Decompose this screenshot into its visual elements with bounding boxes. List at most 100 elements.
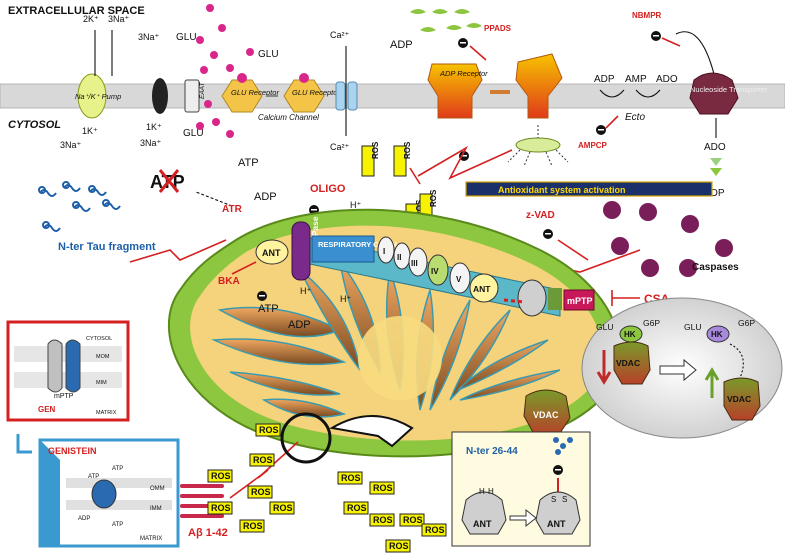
calcium-channel-label: Calcium Channel (258, 113, 319, 122)
transition-arrow (659, 358, 697, 382)
inset-blue-omm: OMM (150, 486, 165, 492)
abeta-label: Aβ 1-42 (188, 527, 228, 539)
ros-block (337, 471, 363, 485)
ado-cyto: ADO (704, 142, 726, 153)
ros-block (269, 501, 295, 515)
ros-vertical-4: ROS (429, 189, 438, 207)
hplus-top: H⁺ (350, 200, 361, 210)
ros-block (249, 453, 275, 467)
zvad-label: z-VAD (526, 210, 555, 221)
g-protein (515, 137, 561, 153)
nucleoside-transporter: Nucleoside Transporter (689, 72, 768, 115)
adp-receptor-label: ADP Receptor (439, 69, 488, 78)
eaat-label: EAAT (199, 81, 206, 99)
calcium-channel: Ca²⁺ Ca²⁺ (330, 30, 358, 152)
ros-block (385, 539, 411, 553)
cross-icon (158, 169, 180, 193)
s-1: S (551, 495, 556, 504)
antioxidant-bar (465, 181, 713, 197)
pump-label: Na⁺/K⁺ Pump (75, 92, 121, 101)
ant-inset-right: ANT (547, 519, 566, 529)
ros-block-label: ROS (259, 425, 279, 435)
ecto-label: Ecto (625, 112, 645, 123)
tau-label: N-ter Tau fragment (58, 241, 156, 253)
mptp-label: mPTP (567, 296, 593, 306)
ros-block (247, 485, 273, 499)
ros-block-label: ROS (273, 503, 293, 513)
adp-cyto: ADP (704, 188, 725, 199)
ca-bottom: Ca²⁺ (330, 142, 350, 152)
adp-receptor: ADP Receptor (427, 63, 488, 119)
ros-block-label: ROS (347, 503, 367, 513)
inset-red-cytosol: CYTOSOL (86, 336, 112, 342)
glu-receptor-left: GLU Receptor (221, 73, 279, 113)
adp-inner: ADP (288, 319, 311, 331)
bka-label: BKA (218, 276, 240, 287)
mitochondrion (167, 208, 621, 458)
adp-ecto: ADP (594, 74, 615, 85)
eaat-3na-top: 3Na⁺ (138, 32, 160, 42)
pump-3na-top: 3Na⁺ (108, 14, 130, 24)
pump-3na-bottom: 3Na⁺ (60, 140, 82, 150)
vdac-hk-right: GLU HK G6P VDAC (684, 318, 761, 421)
inset-red-gen: GEN (38, 405, 56, 414)
ado-ecto: ADO (656, 74, 678, 85)
inset-blue-imm: IMM (150, 506, 162, 512)
eaat-glu-top: GLU (176, 32, 197, 43)
glutamate-dots (196, 4, 254, 138)
ant-left-label: ANT (262, 248, 281, 258)
ant-left: ANT (255, 239, 289, 265)
ppads-label: PPADS (484, 24, 512, 33)
eaat-glu-bottom: GLU (183, 128, 204, 139)
h-1: H (479, 487, 485, 496)
ros-block (207, 469, 233, 483)
hk-left: HK (624, 330, 636, 339)
atpase-label: ATPase (310, 216, 320, 247)
inset-blue-matrix: MATRIX (140, 536, 162, 542)
vdac-free: VDAC (523, 389, 571, 437)
g6p-left: G6P (643, 318, 660, 328)
glu-receptor-right: GLU Receptor (283, 73, 340, 113)
inset-blue: GENISTEIN ATP ATP ATP ADP OMM IMM MATRIX (38, 438, 180, 548)
ant-inset-left: ANT (473, 519, 492, 529)
ros-vertical-1: ROS (371, 141, 380, 159)
inset-blue-atp3: ATP (112, 522, 123, 528)
vdac-free-label: VDAC (533, 410, 559, 420)
atp-inner: ATP (258, 303, 279, 315)
atpase: ATPase (291, 216, 320, 281)
nter-label: N-ter 26-44 (466, 446, 518, 457)
cristae (211, 259, 561, 418)
inset-red-mptp: mPTP (54, 393, 74, 400)
adp-receptor-active (515, 53, 563, 119)
ros-block-label: ROS (373, 483, 393, 493)
glu-receptor-label-right: GLU Receptor (292, 88, 340, 97)
inset-blue-adp1: ADP (78, 516, 90, 522)
glu-receptor-label-left: GLU Receptor (231, 88, 279, 97)
ros-block-label: ROS (389, 541, 409, 551)
ros-block-label: ROS (211, 503, 231, 513)
inset-red-mim: MIM (96, 380, 107, 386)
vdac-right: VDAC (727, 394, 751, 404)
caspase-shapes (603, 201, 733, 277)
adp-top: ADP (390, 39, 413, 51)
complex-1: I (383, 247, 385, 256)
complex-4: IV (431, 267, 439, 276)
respiratory-chain: RESPIRATORY CHAIN (311, 235, 397, 263)
vdac-left: VDAC (616, 358, 640, 368)
adp-label: ADP (254, 191, 277, 203)
complex-2: II (397, 253, 401, 262)
antioxidant-label: Antioxidant system activation (498, 185, 626, 195)
ros-block-label: ROS (425, 525, 445, 535)
complexes: I II III IV V ANT (377, 236, 499, 303)
eaat-3na-bottom: 3Na⁺ (140, 138, 162, 148)
hplus-ring: H⁺ (300, 286, 311, 296)
ros-block (421, 523, 447, 537)
atr-label: ATR (222, 204, 243, 215)
ros-block (369, 481, 395, 495)
inset-blue-atp1: ATP (112, 466, 123, 472)
ros-block (343, 501, 369, 515)
zoom-circle (280, 412, 332, 464)
amp-ecto: AMP (625, 74, 647, 85)
caspases-label: Caspases (692, 262, 739, 273)
nucleoside-transporter-label: Nucleoside Transporter (690, 85, 768, 94)
